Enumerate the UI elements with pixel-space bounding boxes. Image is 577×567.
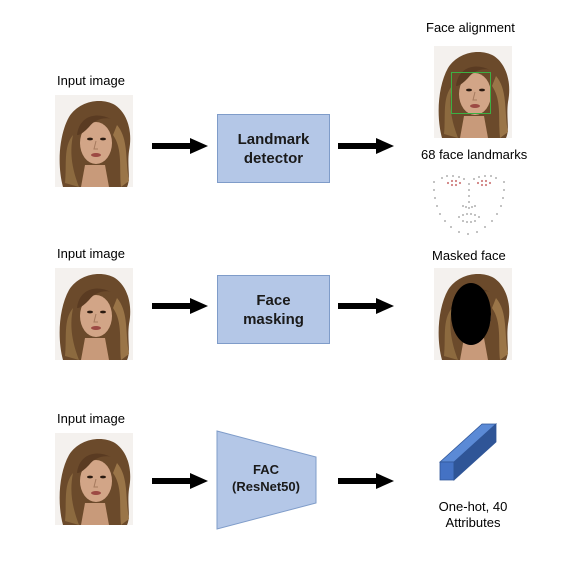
process-line: detector: [243, 149, 304, 167]
input-face-photo-2: [55, 268, 133, 360]
process-line: FAC: [253, 462, 279, 477]
input-image-label-2: Input image: [57, 246, 125, 261]
arrow-right-icon: [338, 138, 394, 154]
process-line: masking: [243, 310, 304, 328]
arrow-right-icon: [338, 473, 394, 489]
process-line: Landmark: [237, 130, 310, 148]
3d-bar-icon: [438, 423, 498, 481]
input-image-label-3: Input image: [57, 411, 125, 426]
landmark-dots-image: [433, 175, 505, 235]
input-face-photo-3: [55, 433, 133, 525]
face-masking-box: Face masking: [217, 275, 330, 344]
fac-resnet-trapezoid: [216, 430, 317, 530]
input-face-photo-1: [55, 95, 133, 187]
output-line: One-hot, 40: [438, 499, 508, 514]
arrow-right-icon: [152, 298, 208, 314]
landmarks-label: 68 face landmarks: [421, 147, 528, 162]
fac-resnet-label: FAC (ResNet50): [216, 461, 316, 495]
arrow-right-icon: [152, 138, 208, 154]
alignment-box: [451, 72, 491, 114]
masked-face-label: Masked face: [432, 248, 506, 263]
face-alignment-label: Face alignment: [426, 20, 515, 35]
arrow-right-icon: [338, 298, 394, 314]
black-mask-shape: [451, 283, 491, 345]
landmark-detector-box: Landmark detector: [217, 114, 330, 183]
arrow-right-icon: [152, 473, 208, 489]
process-line: (ResNet50): [232, 479, 300, 494]
process-line: Face: [256, 291, 291, 309]
input-image-label-1: Input image: [57, 73, 125, 88]
output-line: Attributes: [445, 515, 501, 530]
one-hot-attributes-label: One-hot, 40 Attributes: [428, 499, 518, 531]
